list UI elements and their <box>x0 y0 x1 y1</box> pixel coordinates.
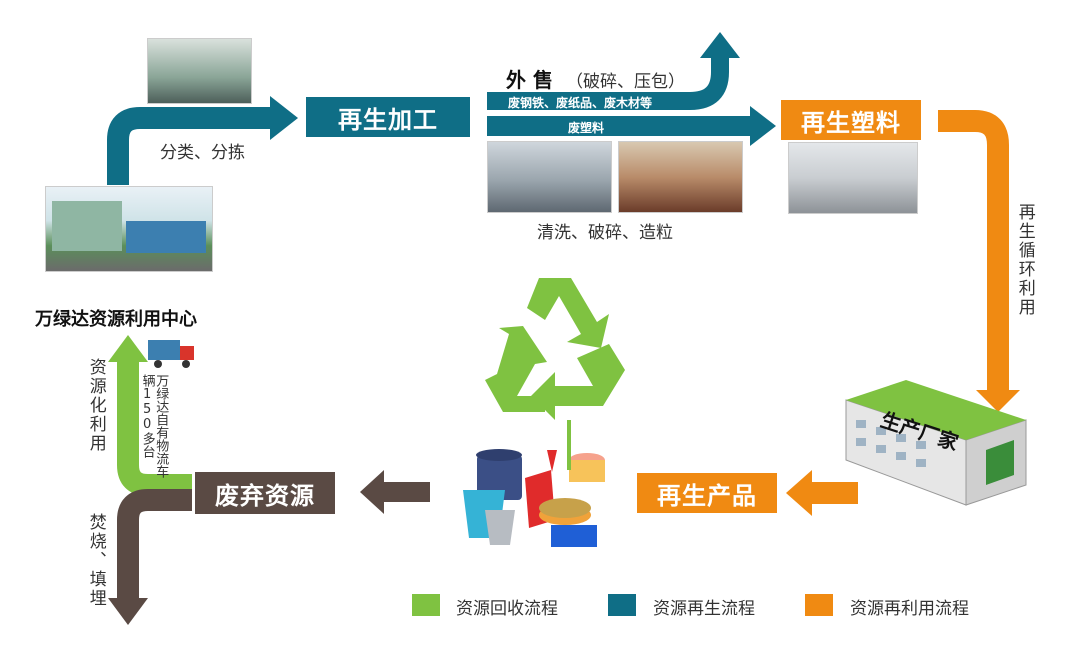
orange-arrow-left <box>810 482 858 504</box>
sale-title: 外 售 <box>506 68 553 92</box>
teal-arrow-sale <box>487 55 729 110</box>
wash-label: 清洗、破碎、造粒 <box>537 223 673 243</box>
fleet-label: 万绿达自有物流车辆150多台 <box>139 374 169 478</box>
band2-text: 废塑料 <box>568 121 605 135</box>
building-shape <box>52 201 122 251</box>
washing-photo-2 <box>618 141 743 213</box>
sale-note: （破碎、压包） <box>566 72 685 92</box>
brown-arrow-left <box>382 482 430 502</box>
recycle-icon <box>485 278 625 420</box>
legend-swatch-reuse <box>805 594 833 616</box>
buckets-icon <box>455 420 615 555</box>
truck-icon <box>148 338 196 370</box>
truck-shape <box>126 221 206 253</box>
brown-arrowhead-left <box>360 470 384 514</box>
burn-label: 焚烧、填埋 <box>85 513 106 608</box>
brown-arrow-down <box>117 489 192 600</box>
orange-arrowhead-down <box>976 390 1020 412</box>
teal-arrowhead-sale <box>700 32 740 58</box>
teal-arrow-plastic <box>487 116 757 136</box>
product-box: 再生产品 <box>637 473 777 513</box>
teal-arrowhead-plastic <box>750 106 776 146</box>
center-photo <box>45 186 213 272</box>
green-arrow-up <box>117 360 192 496</box>
band1-text: 废钢铁、废纸品、废木材等 <box>508 96 653 110</box>
teal-arrowhead-sort <box>270 96 298 140</box>
legend-swatch-recycle <box>412 594 440 616</box>
green-arrowhead-up <box>108 335 148 362</box>
factory-icon <box>836 380 1036 510</box>
waste-box: 废弃资源 <box>195 472 335 514</box>
orange-arrow-down <box>938 110 1009 392</box>
legend-swatch-regen <box>608 594 636 616</box>
resource-use-label: 资源化利用 <box>85 358 106 453</box>
reprocess-box: 再生加工 <box>306 97 470 137</box>
legend-label-regen: 资源再生流程 <box>653 599 755 619</box>
washing-photo-1 <box>487 141 612 213</box>
teal-arrow-sort <box>107 107 272 185</box>
plastic-box: 再生塑料 <box>781 100 921 140</box>
sort-photo <box>147 38 252 104</box>
center-name: 万绿达资源利用中心 <box>35 309 197 330</box>
brown-arrowhead-down <box>108 598 148 625</box>
sort-label: 分类、分拣 <box>160 143 245 163</box>
legend-label-reuse: 资源再利用流程 <box>850 599 969 619</box>
plastic-photo <box>788 142 918 214</box>
legend-label-recycle: 资源回收流程 <box>456 599 558 619</box>
recycle-use-label: 再生循环利用 <box>1014 203 1035 317</box>
orange-arrowhead-left <box>786 470 812 516</box>
